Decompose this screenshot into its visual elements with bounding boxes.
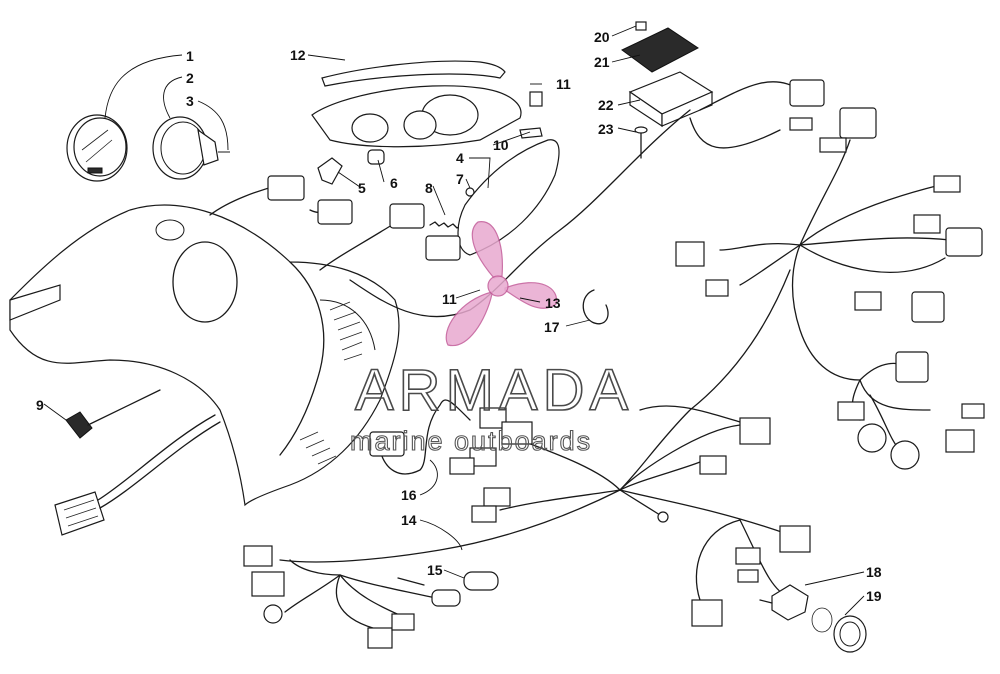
callout-6: 6	[390, 175, 398, 191]
callout-21: 21	[594, 54, 610, 70]
main-wiring-harness	[209, 81, 951, 631]
callout-1: 1	[186, 48, 194, 64]
callout-20: 20	[594, 29, 610, 45]
callout-4: 4	[456, 150, 464, 166]
callout-15: 15	[427, 562, 443, 578]
callout-3: 3	[186, 93, 194, 109]
windshield-trim	[321, 60, 506, 87]
switch-nut-19	[811, 607, 867, 653]
callout-11-top: 11	[556, 76, 571, 92]
callout-2: 2	[186, 70, 194, 86]
callout-16: 16	[401, 487, 417, 503]
hood-panel	[9, 204, 400, 507]
callout-17: 17	[544, 319, 560, 335]
clamp-ring	[582, 289, 609, 325]
callout-5: 5	[358, 180, 366, 196]
watermark-name: ARMADA	[355, 358, 633, 423]
callout-12: 12	[290, 47, 306, 63]
voltage-regulator	[621, 21, 714, 159]
connector-group	[243, 79, 985, 649]
gauge-bracket	[197, 128, 230, 166]
callout-labels: 1 2 3 12 11 10 4 7 5 6 8 9 11 13 17 16 1…	[36, 29, 882, 604]
gauge-bezel	[152, 116, 208, 180]
callout-11-mid: 11	[442, 291, 457, 307]
speedometer-gauge	[66, 114, 128, 182]
ecu-connector	[54, 414, 221, 536]
callout-14: 14	[401, 512, 417, 528]
callout-22: 22	[598, 97, 614, 113]
switch-18	[759, 584, 809, 621]
headlight-housing	[311, 85, 522, 148]
callout-23: 23	[598, 121, 614, 137]
callout-8: 8	[425, 180, 433, 196]
watermark-logo: ARMADA marine outboards	[349, 221, 633, 457]
callout-10: 10	[493, 137, 509, 153]
mounting-bolt	[65, 389, 161, 439]
callout-19: 19	[866, 588, 882, 604]
retainer	[519, 127, 543, 139]
grommet	[367, 149, 385, 165]
callout-18: 18	[866, 564, 882, 580]
callout-7: 7	[456, 171, 464, 187]
clip	[529, 91, 543, 107]
watermark-tagline: marine outboards	[350, 426, 592, 456]
leader-lines	[43, 25, 865, 616]
bulb-socket	[317, 157, 343, 185]
callout-9: 9	[36, 397, 44, 413]
callout-13: 13	[545, 295, 561, 311]
